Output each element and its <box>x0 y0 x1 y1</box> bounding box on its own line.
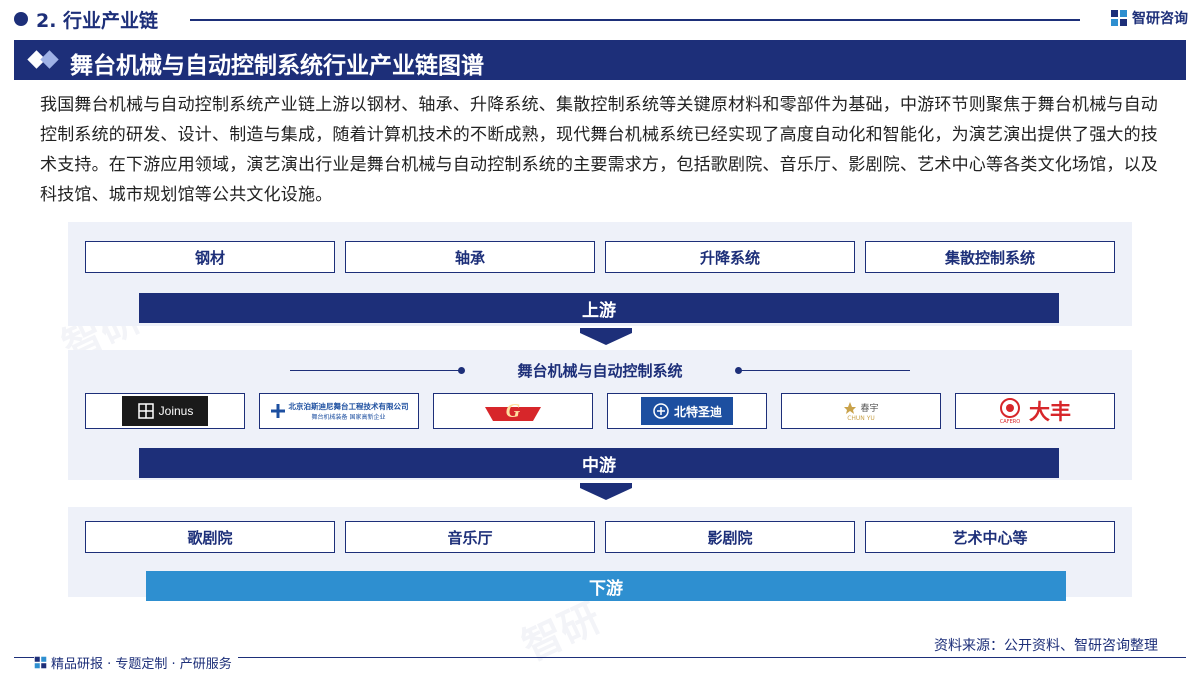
bosidini-logo-text: 北京泊斯迪尼舞台工程技术有限公司 <box>288 402 409 411</box>
company-logo-beitesengdi: 北特圣迪 <box>607 393 767 429</box>
upstream-item: 轴承 <box>345 241 595 273</box>
title-line <box>290 370 460 371</box>
section-dot-icon <box>14 12 28 26</box>
header-rule <box>190 19 1080 21</box>
downstream-items: 歌剧院 音乐厅 影剧院 艺术中心等 <box>85 521 1115 553</box>
downstream-item: 影剧院 <box>605 521 855 553</box>
company-logo-chunyu: 春宇 CHUN YU <box>781 393 941 429</box>
section-title: 2. 行业产业链 <box>36 10 159 32</box>
brand-logo-icon <box>1111 10 1127 26</box>
title-line <box>740 370 910 371</box>
section-header: 2. 行业产业链 智研咨询 <box>0 0 1200 38</box>
beite-logo-text: 北特圣迪 <box>673 404 722 419</box>
brand-name: 智研咨询 <box>1132 11 1188 27</box>
g-logo-text: G <box>505 399 521 422</box>
g-logo-icon <box>485 407 541 421</box>
company-logo-g: G <box>433 393 593 429</box>
title-banner: 舞台机械与自动控制系统行业产业链图谱 <box>14 40 1186 80</box>
midstream-label: 中游 <box>139 448 1059 478</box>
company-logo-dafeng: CAFERO 大丰 <box>955 393 1115 429</box>
company-logo-bosidini: 北京泊斯迪尼舞台工程技术有限公司 舞台机械装备 国家高新企业 <box>259 393 419 429</box>
footer: 资料来源：公开资料、智研咨询整理 精品研报 · 专题定制 · 产研服务 <box>0 625 1200 674</box>
title-dot <box>458 367 465 374</box>
chunyu-logo-text: 春宇 <box>860 404 879 414</box>
dafeng-logo-text: 大丰 <box>1029 400 1071 424</box>
page-title: 舞台机械与自动控制系统行业产业链图谱 <box>70 53 484 79</box>
brand-logo: 智研咨询 <box>1110 8 1188 28</box>
joinus-logo-text: Joinus <box>158 404 194 418</box>
chunyu-logo-subtext: CHUN YU <box>847 414 875 422</box>
arrow-down-icon <box>580 488 632 500</box>
downstream-item: 音乐厅 <box>345 521 595 553</box>
bosidini-logo-icon <box>270 404 285 418</box>
midstream-companies: Joinus 北京泊斯迪尼舞台工程技术有限公司 舞台机械装备 国家高新企业 G … <box>85 393 1115 429</box>
upstream-item: 钢材 <box>85 241 335 273</box>
company-logo-joinus: Joinus <box>85 393 245 429</box>
bosidini-logo-subtext: 舞台机械装备 国家高新企业 <box>311 414 386 421</box>
downstream-item: 歌剧院 <box>85 521 335 553</box>
upstream-label: 上游 <box>139 293 1059 323</box>
arrow-down-icon <box>580 328 632 333</box>
upstream-item: 集散控制系统 <box>865 241 1115 273</box>
downstream-item: 艺术中心等 <box>865 521 1115 553</box>
dafeng-logo-subtext: CAFERO <box>999 419 1021 425</box>
upstream-item: 升降系统 <box>605 241 855 273</box>
brand-logo-icon <box>34 656 47 669</box>
chunyu-logo-icon <box>844 401 857 414</box>
arrow-down-icon <box>580 483 632 488</box>
source-note: 资料来源：公开资料、智研咨询整理 <box>934 638 1158 654</box>
footer-rule <box>14 657 1186 658</box>
arrow-down-icon <box>580 333 632 345</box>
dafeng-logo-icon <box>1000 398 1020 418</box>
diamond-icon <box>40 50 59 69</box>
midstream-title-row: 舞台机械与自动控制系统 <box>290 360 910 380</box>
slogan-text: 精品研报 · 专题定制 · 产研服务 <box>51 657 232 672</box>
title-dot <box>735 367 742 374</box>
downstream-label: 下游 <box>146 571 1066 601</box>
joinus-logo-icon <box>137 403 154 419</box>
upstream-items: 钢材 轴承 升降系统 集散控制系统 <box>85 241 1115 273</box>
midstream-title: 舞台机械与自动控制系统 <box>517 362 683 380</box>
footer-slogan: 精品研报 · 专题定制 · 产研服务 <box>34 653 238 672</box>
beite-logo-icon <box>653 403 669 419</box>
intro-paragraph: 我国舞台机械与自动控制系统产业链上游以钢材、轴承、升降系统、集散控制系统等关键原… <box>40 95 1158 205</box>
